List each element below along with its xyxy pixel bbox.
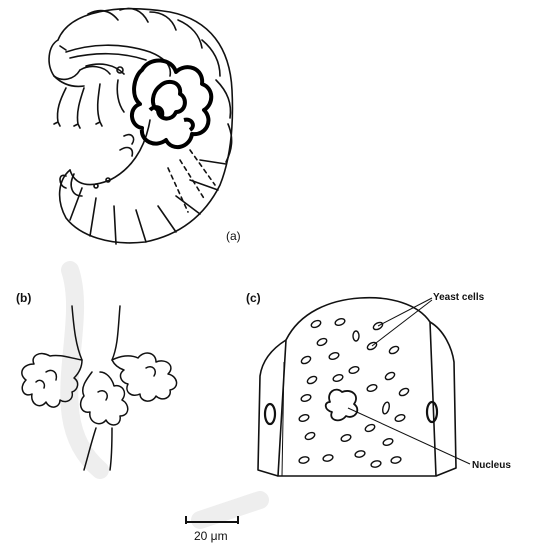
scale-bar-label: 20 μm [194, 529, 228, 543]
nucleus-label: Nucleus [472, 460, 511, 471]
cell-diagram [258, 298, 470, 476]
watermark [69, 270, 260, 520]
panel-b-label: (b) [16, 291, 31, 305]
mycetome-branch [22, 306, 177, 470]
panel-a-label: (a) [226, 229, 241, 243]
panel-c-label: (c) [246, 291, 261, 305]
yeast-cells-label: Yeast cells [433, 292, 485, 303]
mycetome-lobes [132, 60, 211, 147]
